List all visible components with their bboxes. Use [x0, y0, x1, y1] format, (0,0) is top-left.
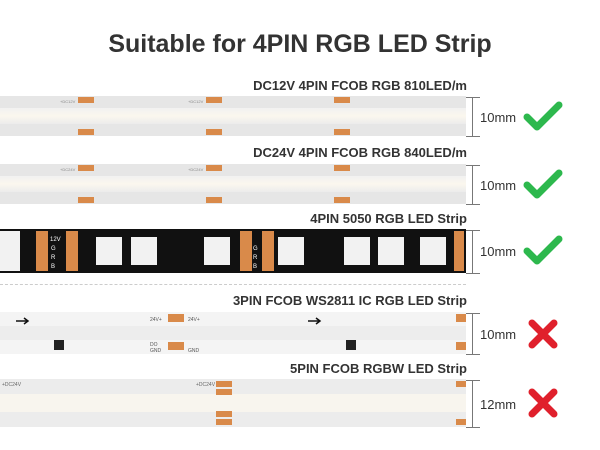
svg-text:+DC24V: +DC24V: [60, 167, 76, 172]
strip-width-dc12v: 10mm: [480, 110, 517, 125]
svg-text:B: B: [51, 264, 55, 270]
strip-width-rgbw: 12mm: [480, 397, 517, 412]
checkmark-icon: [523, 235, 563, 265]
page-title: Suitable for 4PIN RGB LED Strip: [108, 30, 492, 58]
strip-label-dc24v-fcob: DC24V 4PIN FCOB RGB 840LED/m: [253, 145, 467, 160]
strip-width-dc24v: 10mm: [480, 178, 517, 193]
svg-text:G: G: [253, 246, 258, 252]
width-dimension-marker: [466, 313, 480, 355]
svg-text:DO: DO: [150, 342, 158, 348]
svg-text:+DC12V: +DC12V: [60, 99, 76, 104]
strip-image-rgbw: +DC24V +DC24V: [0, 379, 466, 427]
width-dimension-marker: [466, 230, 480, 274]
strip-label-dc12v-fcob: DC12V 4PIN FCOB RGB 810LED/m: [253, 78, 467, 93]
width-dimension-marker: [466, 380, 480, 428]
svg-text:12V: 12V: [50, 237, 61, 243]
checkmark-icon: [523, 169, 563, 199]
strip-image-dc24v-fcob: +DC24V +DC24V: [0, 164, 466, 204]
svg-text:+DC24V: +DC24V: [188, 167, 204, 172]
svg-text:G: G: [51, 246, 56, 252]
svg-text:GND: GND: [188, 348, 200, 354]
strip-label-rgbw: 5PIN FCOB RGBW LED Strip: [290, 361, 467, 376]
svg-text:+DC12V: +DC12V: [188, 99, 204, 104]
strip-image-dc12v-fcob: +DC12V +DC12V: [0, 96, 466, 136]
svg-text:B: B: [253, 264, 257, 270]
svg-text:24V+: 24V+: [150, 317, 162, 323]
svg-text:+DC24V: +DC24V: [2, 382, 22, 388]
strip-image-ws2811: 24V+ 24V+ DO GND GND: [0, 312, 466, 354]
cross-icon: [528, 388, 558, 418]
width-dimension-marker: [466, 97, 480, 137]
strip-width-ws2811: 10mm: [480, 327, 517, 342]
strip-label-5050-rgb: 4PIN 5050 RGB LED Strip: [310, 211, 467, 226]
width-dimension-marker: [466, 165, 480, 205]
strip-label-ws2811: 3PIN FCOB WS2811 IC RGB LED Strip: [232, 293, 467, 308]
svg-text:+DC24V: +DC24V: [196, 382, 216, 388]
section-divider: [0, 284, 466, 285]
strip-width-5050: 10mm: [480, 244, 517, 259]
svg-text:R: R: [253, 255, 258, 261]
strip-image-5050-rgb: 12V G R B G R B: [0, 229, 466, 273]
cross-icon: [528, 319, 558, 349]
svg-text:GND: GND: [150, 348, 162, 354]
svg-text:R: R: [51, 255, 56, 261]
svg-text:24V+: 24V+: [188, 317, 200, 323]
checkmark-icon: [523, 101, 563, 131]
